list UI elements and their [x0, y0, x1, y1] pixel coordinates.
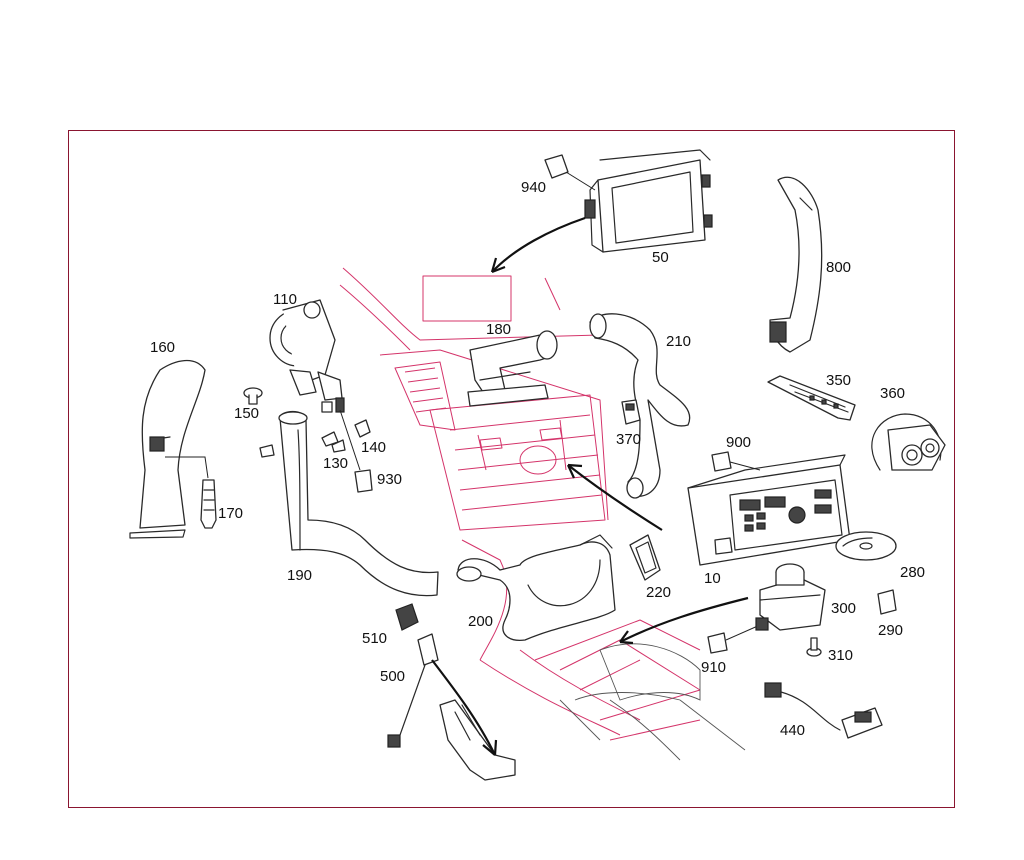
label-10: 10 — [704, 570, 721, 587]
label-130: 130 — [323, 455, 348, 472]
part-handle-200 — [456, 534, 616, 641]
label-190: 190 — [287, 567, 312, 584]
label-160: 160 — [150, 339, 175, 356]
part-trim-bottom — [439, 699, 516, 781]
part-card-290 — [877, 589, 897, 615]
label-510: 510 — [362, 630, 387, 647]
label-280: 280 — [900, 564, 925, 581]
part-sensors-500-510 — [387, 603, 439, 748]
label-900: 900 — [726, 434, 751, 451]
label-440: 440 — [780, 722, 805, 739]
label-290: 290 — [878, 622, 903, 639]
part-trim-800 — [769, 176, 823, 353]
part-vent-180 — [467, 330, 558, 407]
label-940: 940 — [521, 179, 546, 196]
label-210: 210 — [666, 333, 691, 350]
label-930: 930 — [377, 471, 402, 488]
part-controller-300 — [759, 563, 826, 631]
label-170: 170 — [218, 505, 243, 522]
part-display-50 — [584, 149, 713, 253]
part-clip-940 — [544, 154, 596, 191]
label-180: 180 — [486, 321, 511, 338]
dashboard-background — [339, 267, 746, 761]
part-connector-370 — [621, 399, 641, 425]
label-110: 110 — [273, 291, 297, 308]
part-screw-310 — [806, 637, 822, 657]
label-500: 500 — [380, 668, 405, 685]
part-disc-280 — [835, 531, 897, 561]
part-bezel-220 — [629, 534, 661, 581]
part-cable-440 — [764, 682, 883, 739]
part-duct-210 — [589, 313, 691, 499]
label-200: 200 — [468, 613, 493, 630]
label-150: 150 — [234, 405, 259, 422]
label-300: 300 — [831, 600, 856, 617]
part-clips-130-140-930 — [259, 397, 373, 493]
part-pin-170 — [165, 456, 217, 529]
part-clip-900 — [711, 451, 761, 472]
label-310: 310 — [828, 647, 853, 664]
part-duct-160 — [129, 359, 206, 539]
part-labels: 940 50 800 110 160 180 210 350 360 150 3… — [150, 179, 925, 739]
label-910: 910 — [701, 659, 726, 676]
part-blower-110 — [269, 299, 343, 401]
part-remote-350 — [767, 375, 856, 421]
assembly-arrows — [431, 216, 749, 756]
label-800: 800 — [826, 259, 851, 276]
label-370: 370 — [616, 431, 641, 448]
part-headphones-360 — [871, 413, 946, 471]
part-duct-190 — [278, 410, 439, 597]
label-140: 140 — [361, 439, 386, 456]
part-screw-150 — [243, 387, 263, 405]
part-clip-910 — [707, 617, 769, 654]
label-50: 50 — [652, 249, 669, 266]
label-220: 220 — [646, 584, 671, 601]
label-360: 360 — [880, 385, 905, 402]
label-350: 350 — [826, 372, 851, 389]
diagram-frame — [68, 130, 955, 808]
part-head-unit-10 — [687, 454, 851, 566]
